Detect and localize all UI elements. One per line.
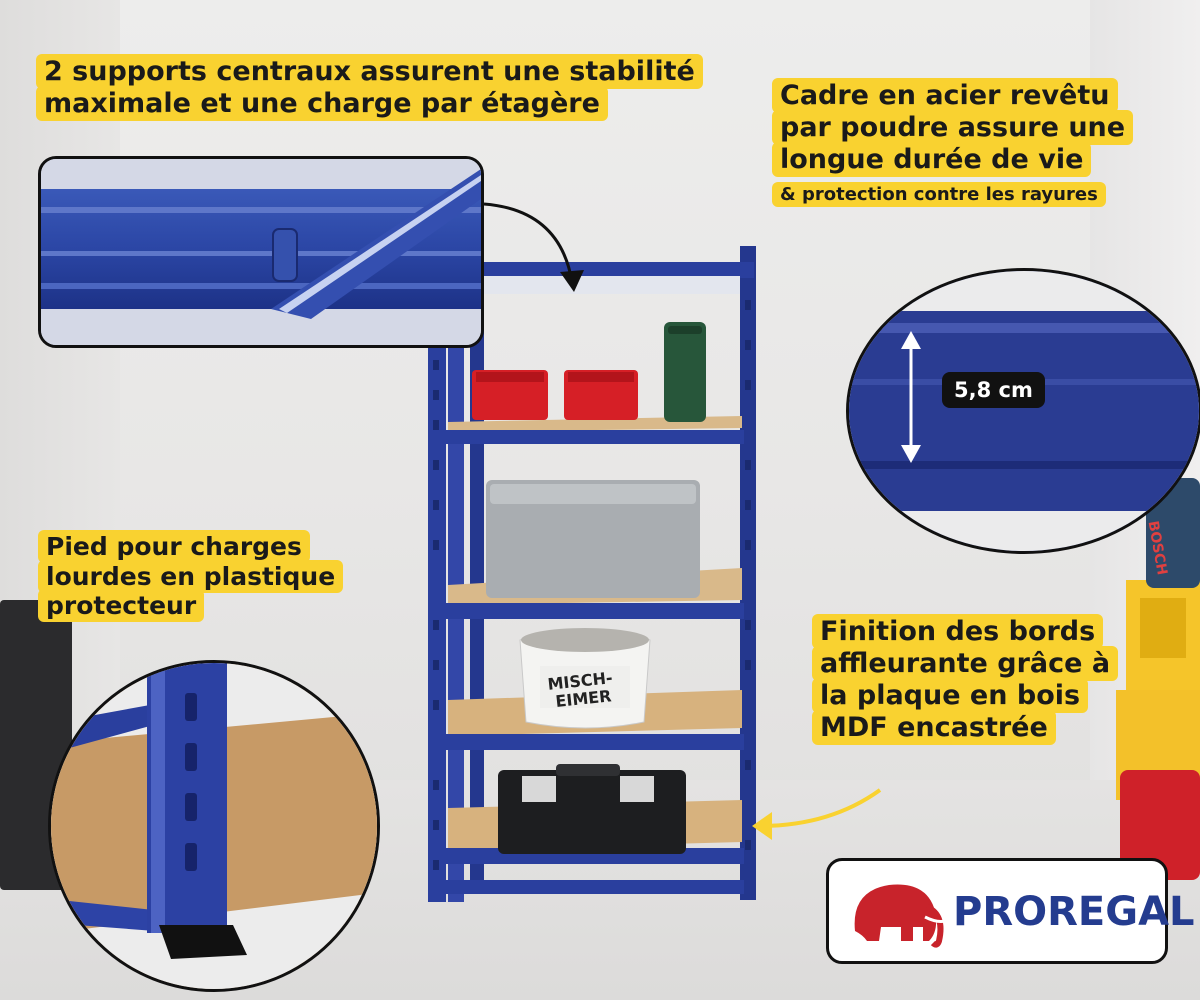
- curved-arrow-icon: [483, 202, 574, 283]
- callout-frame-line4: & protection contre les rayures: [772, 181, 1106, 207]
- curved-arrow-yellow: [759, 788, 882, 828]
- blue-tool-case: [1146, 478, 1200, 588]
- callout-foot-line1: Pied pour charges: [38, 530, 310, 563]
- shelf-beam-1: [446, 430, 744, 444]
- callout-center-supports-line2: maximale et une charge par étagère: [36, 85, 608, 121]
- callout-edges-line1: Finition des bords: [812, 614, 1104, 649]
- zoom-foot-circle: [48, 660, 380, 992]
- callout-edges: Finition des bords affleurante grâce à l…: [812, 614, 1192, 745]
- dimension-badge: 5,8 cm: [942, 372, 1045, 408]
- black-toolbox: [498, 764, 686, 854]
- shelf-beam-2: [446, 603, 744, 619]
- red-canisters: [1120, 770, 1200, 880]
- zoom-profile-art: [849, 271, 1199, 551]
- zoom-profile-circle: [846, 268, 1200, 554]
- callout-foot-line2: lourdes en plastique: [38, 559, 344, 593]
- callout-center-supports: 2 supports centraux assurent une stabili…: [36, 54, 796, 121]
- green-tool-case: [664, 322, 706, 422]
- top-beam: [470, 262, 754, 278]
- brand-name: PROREGAL: [953, 889, 1195, 935]
- white-bucket: [519, 628, 651, 729]
- callout-edges-line4: MDF encastrée: [812, 709, 1056, 745]
- callout-foot-line3: protecteur: [38, 589, 205, 622]
- grey-storage-box: [486, 480, 700, 598]
- callout-edges-line2: affleurante grâce à: [812, 645, 1119, 681]
- elephant-logo-icon: [854, 884, 946, 948]
- callout-frame-line2: par poudre assure une: [772, 109, 1134, 145]
- zoom-foot-art: [51, 663, 377, 989]
- upright-holes: [433, 300, 751, 870]
- front-upright-inner: [448, 342, 464, 902]
- callout-center-supports-line1: 2 supports centraux assurent une stabili…: [36, 54, 703, 89]
- top-beam-back: [484, 276, 740, 294]
- callout-frame: Cadre en acier revêtu par poudre assure …: [772, 78, 1192, 207]
- callout-foot: Pied pour charges lourdes en plastique p…: [38, 530, 368, 622]
- zoom-center-support: [38, 156, 484, 348]
- brand-logo-box: PROREGAL: [826, 858, 1195, 964]
- curved-arrow-yellow-head: [752, 812, 772, 840]
- bottom-beam: [446, 880, 744, 894]
- red-bins: [472, 370, 638, 420]
- zoom-center-support-art: [41, 159, 481, 345]
- callout-frame-line3: longue durée de vie: [772, 141, 1092, 177]
- shelf-beam-3: [446, 734, 744, 750]
- curved-arrow-head: [560, 270, 584, 292]
- callout-edges-line3: la plaque en bois: [812, 677, 1089, 713]
- back-upright-left: [470, 262, 484, 882]
- callout-frame-line1: Cadre en acier revêtu: [772, 78, 1118, 113]
